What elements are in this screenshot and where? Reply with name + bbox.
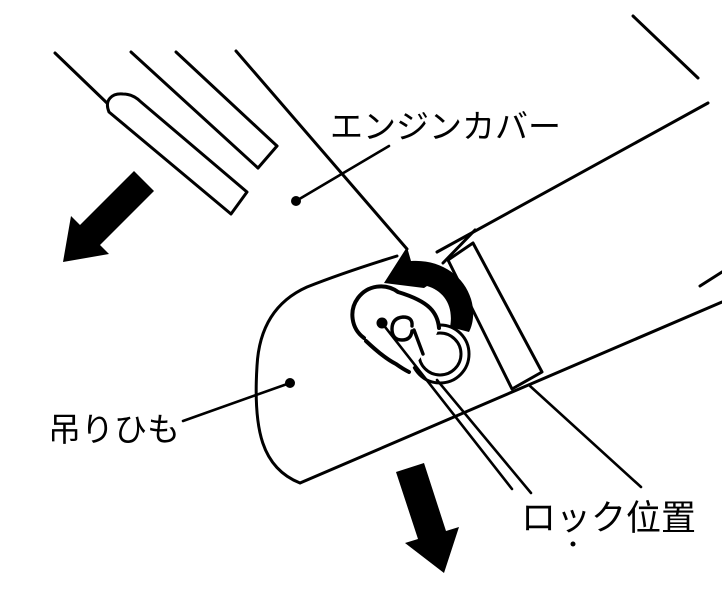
lock-position-leader-line-right <box>528 384 643 489</box>
lock-position-label: ロック位置 <box>521 499 696 539</box>
down-right-arrow-icon <box>396 463 459 573</box>
shaft-line <box>234 49 409 251</box>
lock-lever-body <box>352 286 439 371</box>
cover-left-bottom-edge <box>254 254 722 485</box>
down-left-arrow-icon <box>63 171 154 262</box>
engine-cover-label: エンジンカバー <box>330 107 561 146</box>
strap-leader-dot <box>285 378 295 388</box>
shaft-line <box>129 50 260 170</box>
engine-cover-leader-dot <box>291 196 301 206</box>
shaft-end-cap <box>256 144 279 170</box>
rotate-counterclockwise-arrow-icon <box>384 247 474 332</box>
cover-outline <box>254 101 722 485</box>
lock-position-leader-line-middle <box>435 378 533 495</box>
handle-grip <box>106 92 249 216</box>
cover-inner-edge <box>441 228 477 265</box>
latch-plate <box>446 241 544 391</box>
shaft-line <box>53 51 110 106</box>
lock-position-leader-line-left <box>380 321 514 491</box>
engine-cover-leader-line <box>294 144 391 203</box>
print-speck <box>570 541 576 547</box>
lock-position-leader-dot <box>376 317 388 329</box>
cover-edge-fragment <box>698 270 722 288</box>
cover-top-edge <box>435 101 710 254</box>
lock-lever-bottom-edge <box>364 339 411 374</box>
lock-lever-outline <box>350 284 441 340</box>
shaft-lines <box>53 14 700 251</box>
lock-lever <box>350 284 441 374</box>
strap-leader-line <box>181 381 292 423</box>
lock-lever-notch <box>390 315 425 356</box>
shaft-line <box>174 50 279 148</box>
leader-lines <box>181 144 533 495</box>
body-edge-line <box>631 14 700 80</box>
strap-label: 吊りひも <box>48 410 180 449</box>
